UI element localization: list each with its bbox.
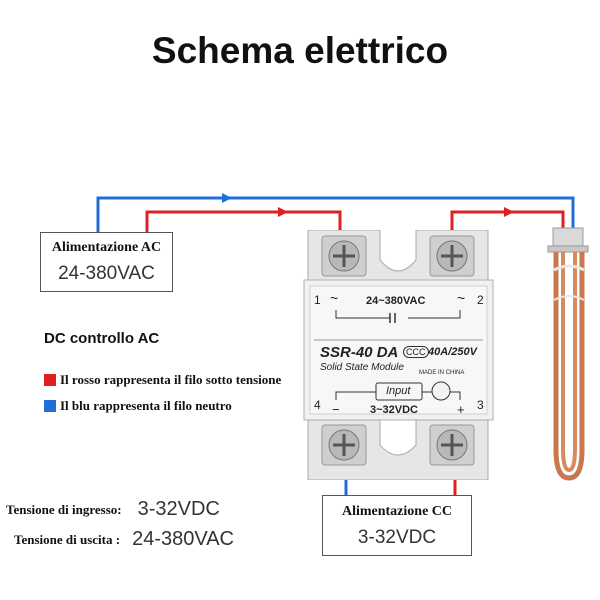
spec-input-value: 3-32VDC <box>137 498 220 520</box>
live-wire-arrow-1 <box>278 207 288 217</box>
neutral-wire-ac <box>96 196 575 248</box>
ac-symbol-left: ~ <box>330 290 339 306</box>
ssr-input-label: Input <box>386 385 411 397</box>
ac-symbol-right: ~ <box>457 290 466 306</box>
legend-neutral-text: Il blu rappresenta il filo neutro <box>60 398 232 413</box>
ssr-made-in: MADE IN CHINA <box>419 370 465 376</box>
spec-output-value: 24-380VAC <box>132 528 234 550</box>
led-indicator-icon <box>431 381 451 401</box>
ssr-housing <box>303 230 494 480</box>
screw-terminal-4-icon <box>321 424 367 466</box>
plus-symbol: + <box>457 402 465 417</box>
minus-symbol: − <box>332 402 340 417</box>
live-wire-arrow-2 <box>504 207 514 217</box>
spec-output-voltage: Tensione di uscita : 24-380VAC <box>14 528 234 551</box>
terminal-1-label: 1 <box>314 293 321 307</box>
dc-supply-value: 3-32VDC <box>357 527 437 548</box>
ac-supply-value: 24-380VAC <box>58 263 155 284</box>
terminal-3-label: 3 <box>477 398 484 412</box>
control-heading: DC controllo AC <box>44 330 160 347</box>
heating-element <box>547 227 589 481</box>
legend-live: Il rosso rappresenta il filo sotto tensi… <box>44 372 281 388</box>
ssr-ac-range: 24~380VAC <box>366 295 426 307</box>
red-swatch-icon <box>44 374 56 386</box>
ssr-rating: 40A/250V <box>428 346 477 358</box>
ac-supply-box: Alimentazione AC 24-380VAC <box>40 232 173 292</box>
dc-supply-label: Alimentazione CC <box>341 504 453 519</box>
terminal-2-label: 2 <box>477 293 484 307</box>
screw-terminal-3-icon <box>429 424 475 466</box>
legend-live-text: Il rosso rappresenta il filo sotto tensi… <box>60 372 282 387</box>
blue-swatch-icon <box>44 400 56 412</box>
diagram-title: Schema elettrico <box>151 30 449 71</box>
screw-terminal-1-icon <box>321 235 367 277</box>
dc-supply-box: Alimentazione CC 3-32VDC <box>322 495 472 556</box>
spec-input-voltage: Tensione di ingresso: 3-32VDC <box>6 498 220 521</box>
ssr-dc-range: 3~32VDC <box>370 404 419 416</box>
neutral-wire-arrow <box>222 193 232 203</box>
ac-supply-label: Alimentazione AC <box>51 240 162 255</box>
ccc-mark-icon: CCC <box>403 346 429 358</box>
screw-terminal-2-icon <box>429 235 475 277</box>
legend-neutral: Il blu rappresenta il filo neutro <box>44 398 232 414</box>
spec-output-label: Tensione di uscita : <box>14 531 121 547</box>
terminal-4-label: 4 <box>314 398 321 412</box>
ssr-model: SSR-40 DA <box>320 344 399 361</box>
ssr-module: 1 ~ 24~380VAC ~ 2 SSR-40 DA CCC 40A/250V… <box>300 230 497 480</box>
spec-input-label: Tensione di ingresso: <box>6 501 122 517</box>
ssr-subtitle: Solid State Module <box>320 362 404 373</box>
